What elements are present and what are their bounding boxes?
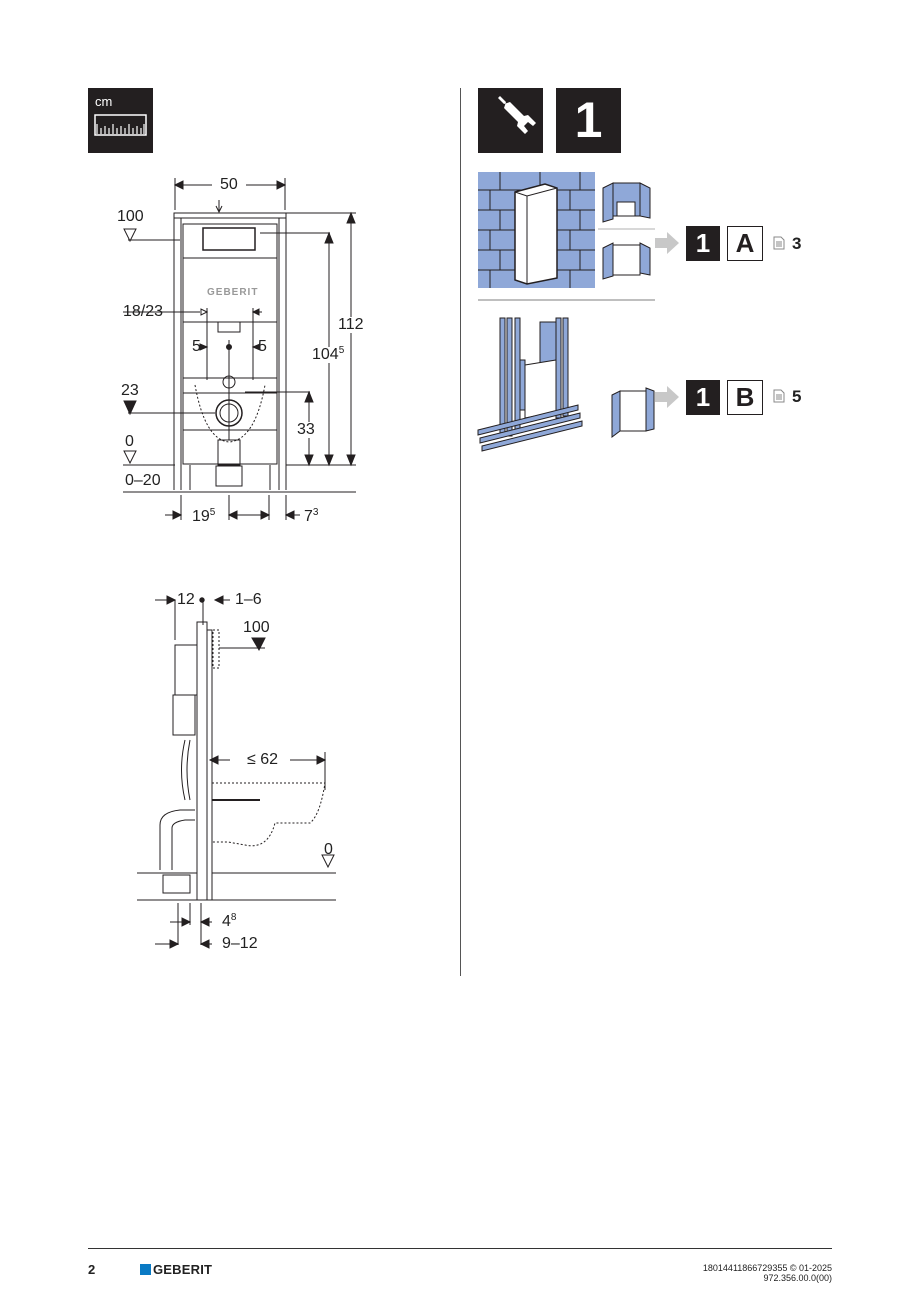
dim-plate-range: 1–6 (235, 591, 262, 608)
dim-spacing: 18/23 (123, 303, 164, 320)
bracket-b-illustration (611, 387, 655, 438)
option-b-page-ref[interactable]: 5 (792, 387, 802, 406)
dim-connection-height: 33 (297, 421, 315, 438)
option-a-variant-badge[interactable]: A (727, 226, 763, 261)
dim-floor-level: 0 (125, 433, 134, 450)
dim-frame-height: 1045 (312, 345, 345, 363)
units-label: cm (95, 94, 113, 109)
dim-drain-height: 23 (121, 382, 139, 399)
logo-square-icon (140, 1263, 151, 1275)
dim-bottom-a-sup: 8 (230, 912, 237, 923)
dim-frame-height-sup: 5 (338, 345, 345, 356)
dim-frame-height-base: 104 (312, 346, 339, 363)
dim-side-flush-height: 100 (243, 619, 270, 636)
option-b-step-badge: 1 (686, 380, 720, 415)
wrench-icon (478, 88, 543, 153)
dim-bottom-left-sup: 5 (209, 507, 216, 518)
option-a-page-ref[interactable]: 3 (792, 234, 802, 253)
arrow-right-icon (655, 232, 679, 254)
dim-total-height: 112 (338, 316, 364, 333)
dim-bottom-right: 73 (304, 507, 319, 525)
geberit-logo: GEBERIT (140, 1261, 213, 1277)
dim-bottom-left-base: 19 (192, 508, 210, 525)
dim-bottom-left: 195 (192, 507, 216, 525)
doc-number: 972.356.00.0(00) (763, 1273, 832, 1283)
dim-offset-left: 5 (192, 338, 201, 355)
dim-bottom-right-sup: 3 (312, 507, 319, 518)
bracket-a2-illustration (602, 242, 651, 280)
dim-bottom-a: 48 (222, 912, 237, 930)
dim-depth: 12 (177, 591, 195, 608)
dim-width: 50 (220, 176, 238, 193)
document-icon (773, 389, 785, 403)
option-b-variant-badge[interactable]: B (727, 380, 763, 415)
units-cm-icon: cm (88, 88, 153, 153)
dim-side-floor-level: 0 (324, 841, 333, 858)
bracket-a1-illustration (602, 182, 651, 223)
step-number-badge: 1 (556, 88, 621, 153)
dim-offset-right: 5 (258, 338, 267, 355)
dim-bottom-right-base: 7 (304, 508, 313, 525)
document-icon (773, 236, 785, 250)
dim-bottom-a-base: 4 (222, 913, 231, 930)
footer-rule (88, 1248, 832, 1249)
logo-wordmark: GEBERIT (153, 1261, 213, 1277)
dim-flush-height: 100 (117, 208, 144, 225)
arrow-right-icon (655, 386, 679, 408)
column-divider (460, 88, 461, 976)
dim-floor-range: 0–20 (125, 472, 161, 489)
page-number: 2 (88, 1262, 96, 1277)
option-a-step-badge: 1 (686, 226, 720, 261)
dim-bottom-b: 9–12 (222, 935, 258, 952)
ruler-icon (94, 114, 147, 136)
doc-id: 18014411866729355 © 01-2025 (702, 1263, 832, 1273)
cistern-brand-label: GEBERIT (207, 287, 259, 298)
dim-bowl-projection: ≤ 62 (247, 751, 279, 768)
